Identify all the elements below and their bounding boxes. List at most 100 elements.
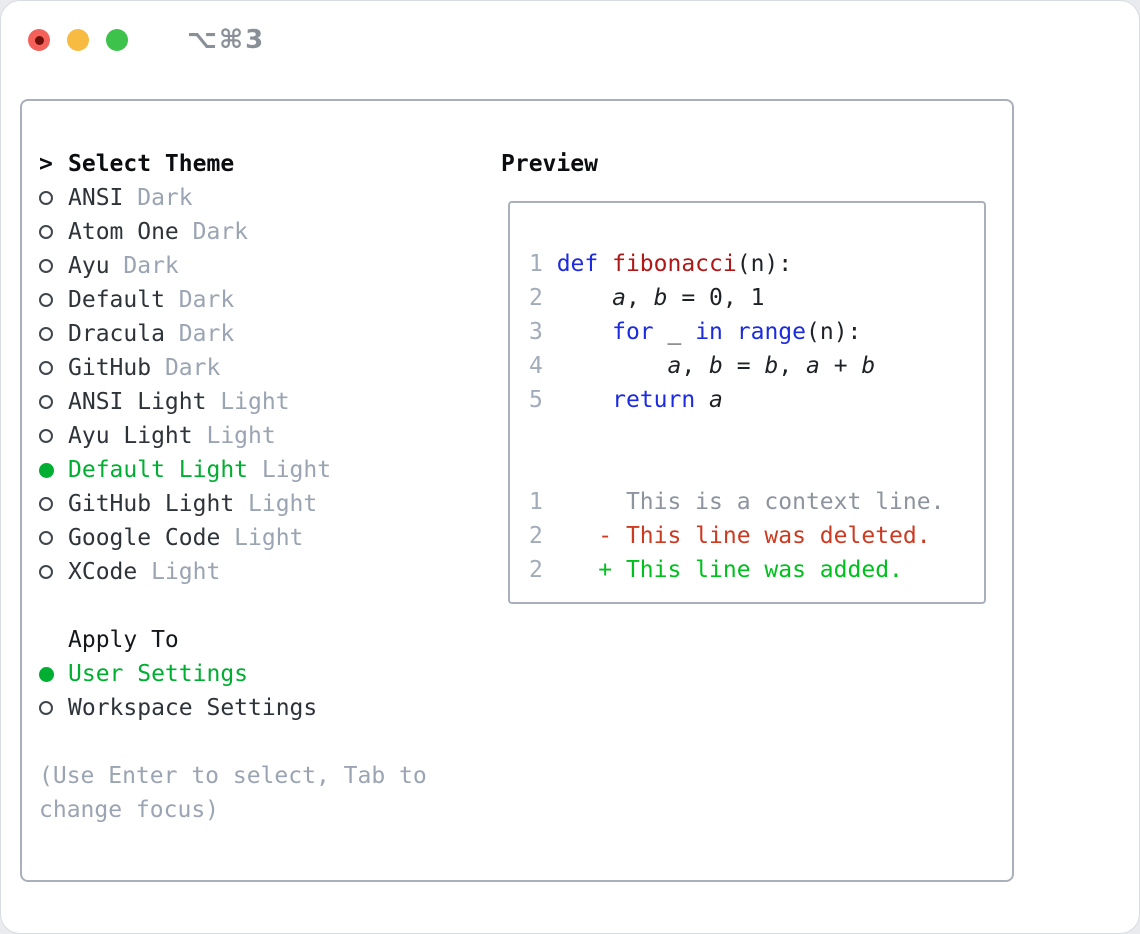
filled-circle-icon xyxy=(39,667,54,682)
token-del: - This line was deleted. xyxy=(542,523,931,549)
circle-outline-icon xyxy=(39,293,53,307)
theme-option-label: Atom One xyxy=(68,219,179,245)
token-pl: _ xyxy=(653,319,696,345)
theme-variant-badge: Dark xyxy=(164,355,221,381)
apply-option-user-settings[interactable]: User Settings xyxy=(39,657,489,691)
token-num: 4 xyxy=(529,353,557,379)
preview-blank-line xyxy=(529,417,984,451)
theme-option-label: Default xyxy=(68,287,165,313)
radio-icon xyxy=(39,317,68,351)
token-kw: in xyxy=(695,319,723,345)
theme-variant-badge: Dark xyxy=(192,219,249,245)
token-pl: = xyxy=(722,353,765,379)
theme-option-label: XCode xyxy=(68,559,138,585)
theme-option-label: Ayu Light xyxy=(68,423,193,449)
circle-outline-icon xyxy=(39,701,53,715)
token-pl: + xyxy=(819,353,862,379)
token-pl xyxy=(723,319,737,345)
preview-diff-deleted-line: 2 - This line was deleted. xyxy=(529,519,984,553)
apply-to-header-row: Apply To xyxy=(39,623,489,657)
help-text-line-2: change focus) xyxy=(39,797,220,823)
spacer xyxy=(39,589,489,623)
minimize-button[interactable] xyxy=(67,29,89,51)
theme-option-xcode[interactable]: XCode Light xyxy=(39,555,489,589)
token-pl xyxy=(557,387,612,413)
token-num: 2 xyxy=(529,285,557,311)
token-kw: range xyxy=(736,319,806,345)
theme-option-ayu-light[interactable]: Ayu Light Light xyxy=(39,419,489,453)
spacer xyxy=(39,725,489,759)
token-add: + This line was added. xyxy=(542,557,903,583)
token-num: 3 xyxy=(529,319,557,345)
apply-to-header: Apply To xyxy=(68,627,179,653)
token-var: a xyxy=(612,285,626,311)
filled-circle-icon xyxy=(39,463,54,478)
theme-variant-badge: Light xyxy=(151,559,221,585)
theme-variant-badge: Dark xyxy=(123,253,179,279)
radio-icon xyxy=(39,487,68,521)
circle-outline-icon xyxy=(39,327,53,341)
token-num: 5 xyxy=(529,387,557,413)
radio-icon xyxy=(39,691,68,725)
token-num: 1 xyxy=(529,489,543,515)
theme-option-atom-one[interactable]: Atom One Dark xyxy=(39,215,489,249)
token-var: a xyxy=(806,353,820,379)
radio-icon xyxy=(39,249,68,283)
token-var: a xyxy=(667,353,682,379)
token-num: 1 xyxy=(529,251,557,277)
theme-option-label: Google Code xyxy=(68,525,221,551)
apply-option-workspace-settings[interactable]: Workspace Settings xyxy=(39,691,489,725)
radio-icon xyxy=(39,555,68,589)
radio-icon xyxy=(39,181,68,215)
theme-variant-badge: Light xyxy=(206,423,276,449)
preview-code-line: 1 def fibonacci(n): xyxy=(529,247,984,281)
token-kw: def xyxy=(556,251,613,277)
circle-outline-icon xyxy=(39,191,53,205)
token-pl xyxy=(557,285,612,311)
token-pl: , xyxy=(778,353,807,379)
radio-icon xyxy=(39,385,68,419)
focus-marker: > xyxy=(39,147,68,181)
token-pl: (n): xyxy=(806,319,862,345)
theme-variant-badge: Dark xyxy=(137,185,193,211)
token-var: b xyxy=(861,353,876,379)
circle-outline-icon xyxy=(39,395,53,409)
circle-outline-icon xyxy=(39,225,53,239)
preview-code-line: 2 a, b = 0, 1 xyxy=(529,281,984,315)
close-button-dot-icon xyxy=(34,35,44,45)
preview-code-line: 5 return a xyxy=(529,383,984,417)
preview-header-row: Preview xyxy=(501,147,1001,181)
token-var: a xyxy=(709,387,723,413)
theme-option-label: GitHub Light xyxy=(68,491,235,517)
circle-outline-icon xyxy=(39,361,53,375)
preview-column: Preview 1 def fibonacci(n):2 a, b = 0, 1… xyxy=(501,147,1001,604)
close-button[interactable] xyxy=(28,29,50,51)
theme-variant-badge: Dark xyxy=(178,287,235,313)
token-var: b xyxy=(709,353,723,379)
maximize-button[interactable] xyxy=(106,29,128,51)
preview-blank-line xyxy=(529,451,984,485)
help-text-line-1: (Use Enter to select, Tab to xyxy=(39,763,427,789)
titlebar: ⌥⌘3 xyxy=(28,27,265,53)
radio-icon xyxy=(39,419,68,453)
preview-diff-added-line: 2 + This line was added. xyxy=(529,553,984,587)
radio-selected-icon xyxy=(39,453,68,487)
token-pl: = 0, 1 xyxy=(667,285,765,311)
token-pl: , xyxy=(681,353,710,379)
theme-option-default[interactable]: Default Dark xyxy=(39,283,489,317)
token-num: 2 xyxy=(529,557,543,583)
